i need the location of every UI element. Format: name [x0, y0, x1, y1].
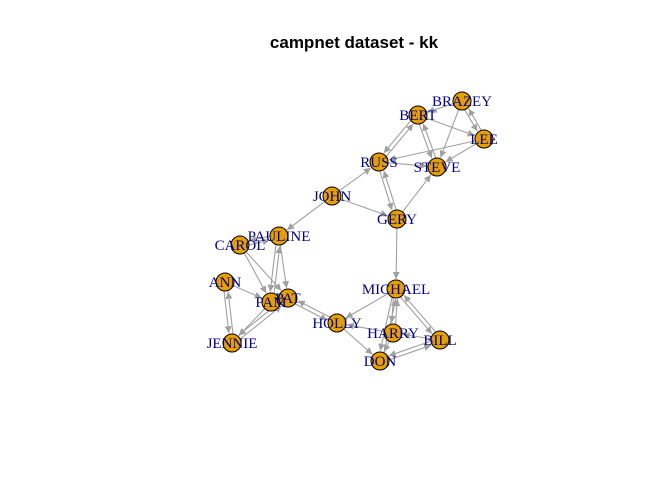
edge-ann-to-pam: [233, 285, 263, 299]
graph-title: campnet dataset - kk: [270, 33, 439, 52]
edge-bill-to-harry: [402, 332, 432, 340]
edge-pam-to-pauline: [273, 246, 283, 294]
node-label-pam: PAM: [255, 295, 286, 311]
edge-harry-to-don: [383, 340, 391, 353]
edge-brazey-to-steve: [439, 109, 460, 158]
edge-gery-to-russ: [382, 170, 397, 210]
edge-lee-to-russ: [388, 140, 476, 162]
edge-holly-to-pat: [297, 300, 331, 318]
nodes-layer: [215, 91, 494, 371]
edge-michael-to-bill: [399, 296, 433, 335]
node-bert: [408, 105, 428, 125]
node-holly: [327, 313, 347, 333]
edge-michael-to-holly: [345, 293, 389, 319]
node-label-don: DON: [364, 354, 397, 370]
edge-brazey-to-lee: [464, 109, 478, 132]
edge-bill-to-don: [388, 340, 431, 357]
edge-bert-to-steve: [418, 123, 433, 159]
edge-steve-to-bert: [422, 123, 437, 159]
node-john: [322, 186, 342, 206]
node-label-steve: STEVE: [414, 160, 461, 176]
node-harry: [383, 323, 403, 343]
node-ann: [215, 272, 235, 292]
edges-layer: [223, 103, 482, 361]
edge-michael-to-don: [378, 297, 393, 351]
edge-harry-to-michael: [393, 299, 401, 325]
node-carol: [230, 235, 250, 255]
node-label-jennie: JENNIE: [207, 336, 258, 352]
edge-bert-to-russ: [383, 120, 412, 154]
node-label-lee: LEE: [470, 132, 498, 148]
edge-john-to-pauline: [286, 200, 326, 231]
edge-russ-to-gery: [379, 171, 394, 211]
node-brazey: [452, 91, 472, 111]
node-jennie: [222, 333, 242, 353]
edge-gery-to-michael: [392, 227, 400, 280]
edge-bill-to-michael: [403, 294, 437, 333]
node-steve: [427, 157, 447, 177]
node-lee: [474, 129, 494, 149]
node-label-brazey: BRAZEY: [432, 94, 492, 110]
edge-don-to-bill: [389, 344, 432, 361]
edge-jennie-to-ann: [225, 291, 234, 334]
edge-pauline-to-carol: [249, 235, 270, 243]
node-michael: [386, 279, 406, 299]
node-gery: [387, 209, 407, 229]
edge-russ-to-bert: [385, 123, 414, 157]
edge-pauline-to-pat: [279, 244, 290, 289]
node-label-pauline: PAULINE: [248, 229, 311, 245]
node-label-bert: BERT: [399, 108, 436, 124]
edge-russ-to-steve: [387, 162, 428, 169]
edge-carol-to-pam: [243, 252, 267, 294]
node-label-harry: HARRY: [367, 326, 419, 342]
node-label-holly: HOLLY: [312, 316, 361, 332]
node-label-pat: PAT: [275, 291, 300, 307]
node-label-russ: RUSS: [360, 155, 398, 171]
node-label-bill: BILL: [423, 333, 456, 349]
edge-carol-to-pat: [245, 251, 282, 291]
edge-jennie-to-pat: [239, 305, 282, 340]
edge-carol-to-pauline: [249, 238, 270, 246]
node-label-michael: MICHAEL: [362, 282, 430, 298]
edge-ann-to-jennie: [223, 291, 232, 334]
node-label-ann: ANN: [209, 275, 242, 291]
node-russ: [369, 152, 389, 172]
edge-john-to-russ: [338, 167, 372, 192]
edge-lee-to-brazey: [468, 108, 482, 131]
node-bill: [430, 330, 450, 350]
edge-gery-to-steve: [402, 174, 432, 213]
node-label-carol: CAROL: [215, 238, 266, 254]
edge-holly-to-don: [343, 328, 373, 355]
edge-john-to-gery: [340, 198, 388, 217]
node-pat: [278, 288, 298, 308]
node-label-john: JOHN: [313, 189, 352, 205]
edge-lee-to-steve: [445, 143, 477, 163]
edge-harry-to-holly: [346, 322, 385, 332]
node-pauline: [269, 226, 289, 246]
node-label-gery: GERY: [377, 212, 417, 228]
node-don: [370, 351, 390, 371]
edge-bert-to-lee: [426, 117, 475, 137]
edge-brazey-to-bert: [427, 103, 454, 114]
edge-pauline-to-pam: [267, 244, 277, 292]
